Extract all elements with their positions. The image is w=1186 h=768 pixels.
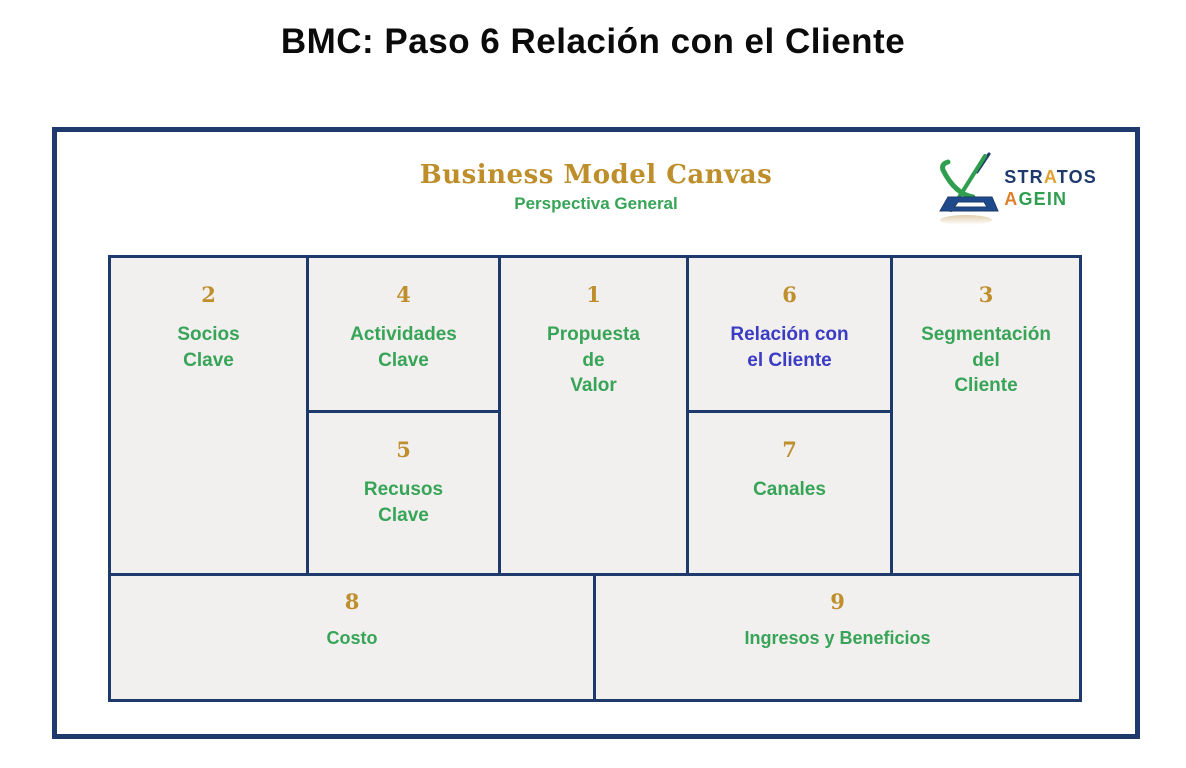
block-label: Costo	[326, 628, 378, 648]
block-number: 1	[586, 282, 601, 307]
block-number: 7	[782, 437, 797, 462]
block-number: 5	[396, 437, 411, 462]
block-actividades-clave: 4 Actividades Clave	[309, 258, 498, 410]
block-socios-clave: 2 Socios Clave	[111, 258, 306, 573]
bmc-grid: 2 Socios Clave 4 Actividades Clave 5 Rec…	[108, 255, 1082, 702]
block-label: Socios Clave	[177, 324, 240, 371]
block-number: 6	[782, 282, 797, 307]
block-recursos-clave: 5 Recusos Clave	[309, 413, 498, 573]
block-label: Ingresos y Beneficios	[744, 628, 931, 648]
block-canales: 7 Canales	[689, 413, 890, 573]
block-label: Recusos Clave	[363, 479, 444, 526]
block-label: Actividades Clave	[350, 324, 457, 371]
canvas-subtitle: Perspectiva General	[514, 194, 678, 213]
block-propuesta-de-valor: 1 Propuesta de Valor	[501, 258, 686, 573]
block-number: 4	[396, 282, 411, 307]
block-label: Canales	[753, 479, 826, 500]
block-costo: 8 Costo	[111, 576, 593, 699]
block-number: 8	[344, 589, 360, 614]
stratos-agein-logo: STRATOS AGEIN	[933, 148, 1097, 230]
canvas-title: Business Model Canvas	[419, 160, 773, 190]
page-title: BMC: Paso 6 Relación con el Cliente	[280, 22, 906, 61]
block-ingresos-y-beneficios: 9 Ingresos y Beneficios	[596, 576, 1079, 699]
block-relacion-con-el-cliente-highlighted: 6 Relación con el Cliente	[689, 258, 890, 410]
block-label: Relación con el Cliente	[730, 324, 849, 371]
canvas-header: Business Model Canvas Perspectiva Genera…	[57, 160, 1135, 214]
stratos-agein-logo-icon	[939, 152, 999, 225]
logo-line-agein: AGEIN	[1004, 189, 1068, 209]
canvas-frame: Business Model Canvas Perspectiva Genera…	[52, 127, 1140, 739]
block-number: 3	[978, 282, 994, 307]
block-number: 2	[201, 282, 216, 307]
block-segmentacion-del-cliente: 3 Segmentación del Cliente	[893, 258, 1079, 573]
block-label: Segmentación del Cliente	[921, 324, 1051, 397]
block-number: 9	[830, 589, 845, 614]
block-label: Propuesta de Valor	[547, 324, 640, 397]
logo-wordmark: STRATOS AGEIN	[1004, 167, 1097, 210]
logo-line-stratos: STRATOS	[1004, 167, 1097, 188]
